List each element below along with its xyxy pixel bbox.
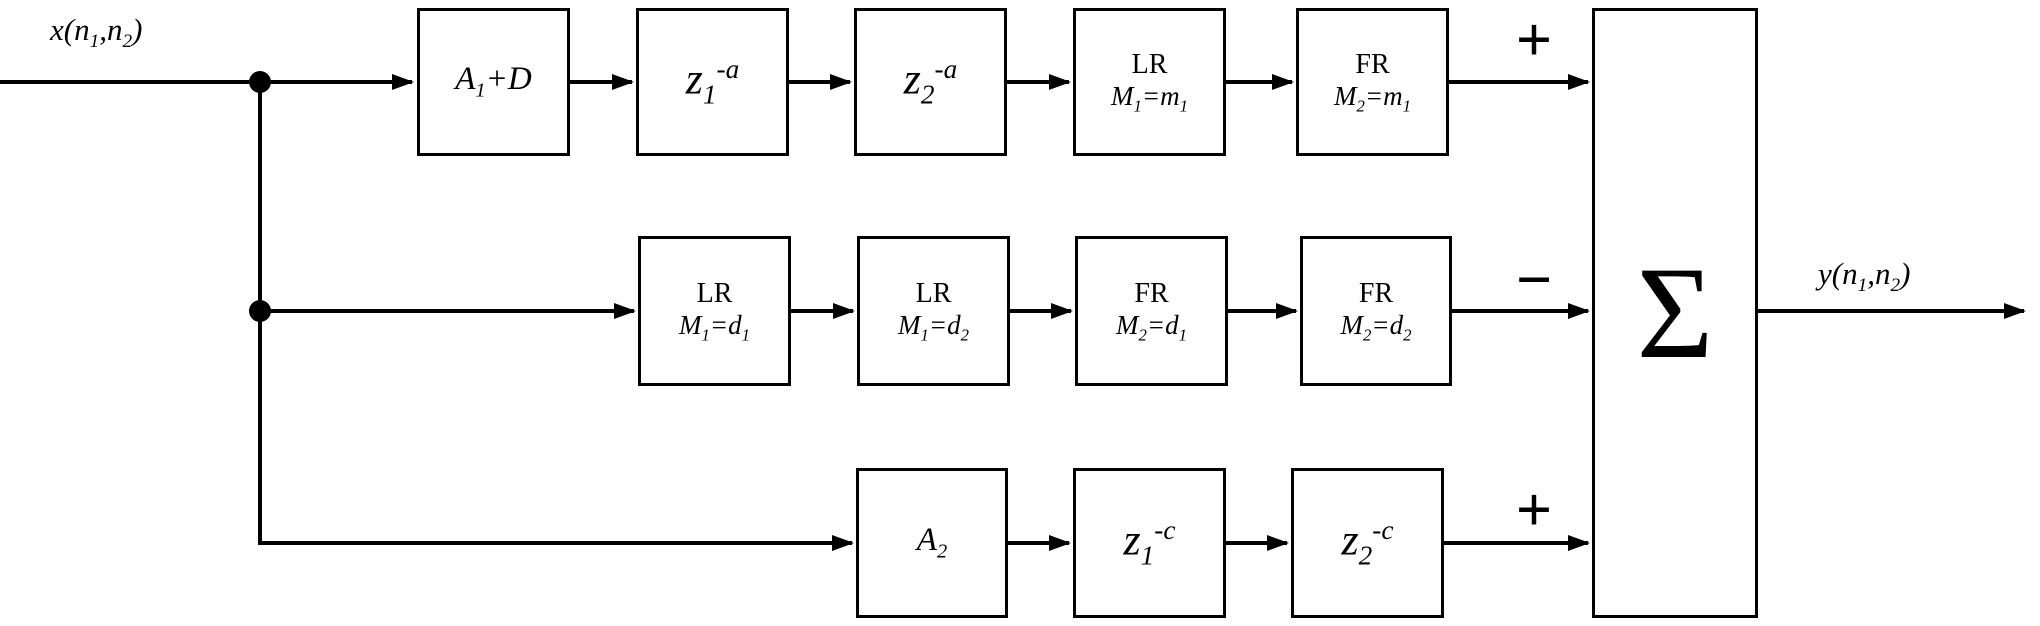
block-label: A2 <box>916 522 948 564</box>
block-z2-neg-c: z2-c <box>1291 468 1444 618</box>
block-title: LR <box>696 278 733 310</box>
block-a2: A2 <box>856 468 1008 618</box>
branch-node-top <box>249 71 271 93</box>
block-lr-m1-m1: LR M1=m1 <box>1073 8 1226 156</box>
block-label: M2=d2 <box>1340 309 1412 345</box>
block-label: M2=d1 <box>1116 309 1187 345</box>
block-label: M1=d2 <box>898 309 969 345</box>
sign-plus-bottom: + <box>1515 474 1553 545</box>
sign-plus-top: + <box>1515 4 1553 75</box>
block-label: z2-c <box>1341 515 1394 571</box>
block-fr-m2-d1: FR M2=d1 <box>1075 236 1228 386</box>
block-fr-m2-d2: FR M2=d2 <box>1300 236 1452 386</box>
sign-minus-middle: − <box>1515 244 1553 315</box>
block-title: LR <box>1131 49 1168 81</box>
sigma-symbol: Σ <box>1636 239 1714 386</box>
block-lr-m1-d1: LR M1=d1 <box>638 236 791 386</box>
input-label: x(n1,n2) <box>50 12 143 53</box>
block-label: z2-a <box>903 54 958 110</box>
block-label: M1=d1 <box>679 309 750 345</box>
block-fr-m2-m1: FR M2=m1 <box>1296 8 1449 156</box>
block-title: LR <box>915 278 952 310</box>
block-a1-plus-d: A1+D <box>417 8 570 156</box>
block-title: FR <box>1358 278 1394 310</box>
block-z1-neg-a: z1-a <box>636 8 789 156</box>
block-label: A1+D <box>455 61 532 103</box>
block-summation: Σ <box>1592 8 1758 618</box>
block-label: z1-c <box>1123 515 1176 571</box>
block-lr-m1-d2: LR M1=d2 <box>857 236 1010 386</box>
block-label: M1=m1 <box>1111 80 1188 116</box>
block-label: M2=m1 <box>1334 80 1411 116</box>
output-label: y(n1,n2) <box>1818 256 1911 297</box>
block-title: FR <box>1355 49 1390 81</box>
block-label: z1-a <box>685 54 740 110</box>
block-z1-neg-c: z1-c <box>1073 468 1226 618</box>
block-z2-neg-a: z2-a <box>854 8 1007 156</box>
block-title: FR <box>1134 278 1169 310</box>
